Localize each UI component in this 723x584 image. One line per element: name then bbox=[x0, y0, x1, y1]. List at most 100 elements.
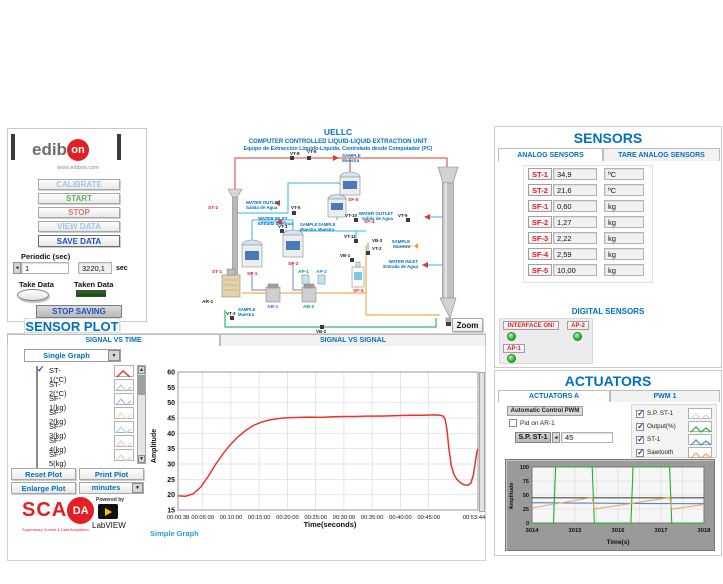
tab-tare-analog-sensors[interactable]: TARE ANALOG SENSORS bbox=[603, 148, 720, 161]
label-sample-right: SAMPLE bbox=[392, 239, 410, 244]
label-st-1: ST-1 bbox=[212, 269, 222, 275]
tab-tare-analog-sensors-label: TARE ANALOG SENSORS bbox=[618, 151, 705, 159]
reset-plot-button[interactable]: Reset Plot bbox=[11, 468, 76, 480]
label-vt-2: VT-2 bbox=[372, 246, 382, 251]
graph-mode-dropdown[interactable]: Single Graph ▼ bbox=[24, 349, 121, 362]
interface-on-label: INTERFACE ON! bbox=[503, 321, 559, 330]
axis-tick-label: 3016 bbox=[612, 528, 626, 534]
periodic-spinner[interactable]: ◄ bbox=[13, 262, 21, 274]
save-data-button[interactable]: SAVE DATA bbox=[38, 235, 120, 247]
label-ap-1: AP-1 bbox=[298, 269, 309, 275]
channel-line-style-icon[interactable] bbox=[114, 407, 134, 420]
tab-signal-vs-time[interactable]: SIGNAL VS TIME bbox=[7, 334, 220, 346]
channel-line-style-icon[interactable] bbox=[114, 421, 134, 434]
legend-row: Sawtooth bbox=[636, 447, 712, 459]
decor-bar-right bbox=[117, 134, 121, 160]
pwm-chart-ylabel: Amplitude bbox=[509, 483, 515, 510]
periodic-input[interactable]: 1 bbox=[21, 262, 69, 274]
diagram-vessels bbox=[221, 166, 459, 325]
channel-checkbox-sf1[interactable] bbox=[36, 394, 38, 413]
tab-actuators-a-label: ACTUATORS A bbox=[528, 393, 580, 400]
print-plot-button[interactable]: Print Plot bbox=[79, 468, 144, 480]
plot-right-scrollbar[interactable] bbox=[479, 372, 485, 512]
axis-tick-label: 35 bbox=[167, 446, 175, 453]
channel-checkbox-sf3[interactable] bbox=[36, 422, 38, 441]
chart-element bbox=[531, 496, 705, 510]
channel-label: SF-5(kg) bbox=[49, 450, 67, 468]
sp-st1-spinner[interactable]: ◄ bbox=[552, 432, 560, 443]
sensor-value: 1,27 bbox=[553, 216, 597, 228]
take-data-toggle[interactable] bbox=[17, 289, 49, 301]
scada-logo: SCA DA bbox=[22, 497, 95, 524]
channel-line-style-icon[interactable] bbox=[114, 379, 134, 392]
stop-button[interactable]: STOP bbox=[38, 207, 120, 218]
channel-line-style-icon[interactable] bbox=[114, 393, 134, 406]
enlarge-plot-button[interactable]: Enlarge Plot bbox=[11, 482, 76, 494]
tab-analog-sensors[interactable]: ANALOG SENSORS bbox=[498, 148, 603, 161]
label-vt-1: VT-1 bbox=[278, 224, 288, 229]
interface-on-led bbox=[507, 332, 516, 341]
legend-checkbox-sawtooth[interactable] bbox=[636, 447, 645, 458]
tab-pwm-1[interactable]: PWM 1 bbox=[610, 390, 720, 402]
legend-line-icon[interactable] bbox=[688, 421, 712, 433]
label-sample-mid2: SAMPLE bbox=[318, 222, 336, 227]
scroll-down-icon[interactable]: ▼ bbox=[138, 455, 145, 463]
sensor-id-button[interactable]: SF-4 bbox=[528, 248, 552, 260]
graph-mode-value: Single Graph bbox=[43, 351, 90, 360]
label-water-outlet-left: WATER OUTLET bbox=[246, 200, 281, 205]
chart-element bbox=[177, 371, 479, 511]
scroll-up-icon[interactable]: ▲ bbox=[138, 366, 145, 374]
chevron-down-icon: ▼ bbox=[108, 350, 120, 361]
start-button[interactable]: START bbox=[38, 193, 120, 204]
legend-checkbox-st1[interactable] bbox=[636, 434, 645, 445]
sensor-unit: ºC bbox=[604, 168, 644, 180]
channel-row: ST-1(°C) bbox=[36, 365, 134, 385]
view-data-button[interactable]: VIEW DATA bbox=[38, 221, 120, 232]
tab-actuators-a[interactable]: ACTUATORS A bbox=[498, 390, 610, 402]
sensor-unit: kg bbox=[604, 248, 644, 260]
zoom-button[interactable]: Zoom bbox=[452, 318, 483, 332]
axis-tick-label: 40 bbox=[167, 431, 175, 438]
digital-sensors-box: INTERFACE ON! AP-2 AP-1 bbox=[499, 318, 593, 364]
diagram-subtitle-es: Equipo de Extracción Líquido-Líquido, Co… bbox=[244, 146, 433, 152]
channel-line-style-icon[interactable] bbox=[114, 435, 134, 448]
sensor-id-button[interactable]: ST-2 bbox=[528, 184, 552, 196]
label-water-inlet-left: WATER INLET bbox=[258, 216, 288, 221]
channel-checkbox-st1[interactable] bbox=[36, 366, 38, 385]
axis-tick-label: 00:10:00 bbox=[220, 515, 243, 521]
legend-label: Output(%) bbox=[647, 423, 676, 430]
process-diagram: UELLC COMPUTER CONTROLLED LIQUID-LIQUID … bbox=[202, 127, 469, 342]
channel-checkbox-st2[interactable] bbox=[36, 380, 38, 399]
channel-checkbox-sf5[interactable] bbox=[36, 450, 38, 469]
sp-st1-input[interactable]: 45 bbox=[561, 432, 613, 443]
channel-list-scrollbar[interactable]: ▲ ▼ bbox=[137, 365, 146, 464]
sensor-id-button[interactable]: SF-5 bbox=[528, 264, 552, 276]
sensor-id-button[interactable]: SF-1 bbox=[528, 200, 552, 212]
automatic-control-pwm-button[interactable]: Automatic Control PWM bbox=[507, 406, 583, 416]
channel-line-style-icon[interactable] bbox=[114, 365, 134, 378]
ap-1-label: AP-1 bbox=[503, 344, 525, 353]
stop-saving-button[interactable]: STOP SAVING bbox=[36, 305, 122, 318]
legend-line-icon[interactable] bbox=[688, 447, 712, 459]
tab-signal-vs-time-label: SIGNAL VS TIME bbox=[85, 337, 142, 344]
channel-line-style-icon[interactable] bbox=[114, 449, 134, 462]
tab-signal-vs-signal[interactable]: SIGNAL VS SIGNAL bbox=[220, 334, 486, 346]
sensor-id-button[interactable]: SF-3 bbox=[528, 232, 552, 244]
calibrate-button[interactable]: CALIBRATE bbox=[38, 179, 120, 190]
time-unit-dropdown[interactable]: minutes ▼ bbox=[79, 482, 144, 494]
sensor-id-button[interactable]: SF-2 bbox=[528, 216, 552, 228]
legend-line-icon[interactable] bbox=[688, 434, 712, 446]
legend-checkbox-sp-st1[interactable] bbox=[636, 408, 645, 419]
channel-checkbox-sf2[interactable] bbox=[36, 408, 38, 427]
sensor-id-button[interactable]: ST-1 bbox=[528, 168, 552, 180]
legend-line-icon[interactable] bbox=[688, 408, 712, 420]
pid-on-ar1-checkbox[interactable] bbox=[509, 419, 517, 427]
axis-tick-label: 00:15:00 bbox=[248, 515, 271, 521]
legend-checkbox-output[interactable] bbox=[636, 421, 645, 432]
channel-checkbox-sf4[interactable] bbox=[36, 436, 38, 455]
sensor-value: 2,59 bbox=[553, 248, 597, 260]
scrollbar-thumb[interactable] bbox=[138, 375, 145, 395]
channel-row: SF-4(kg) bbox=[36, 435, 134, 455]
label-vt-9: VT-9 bbox=[398, 213, 408, 218]
